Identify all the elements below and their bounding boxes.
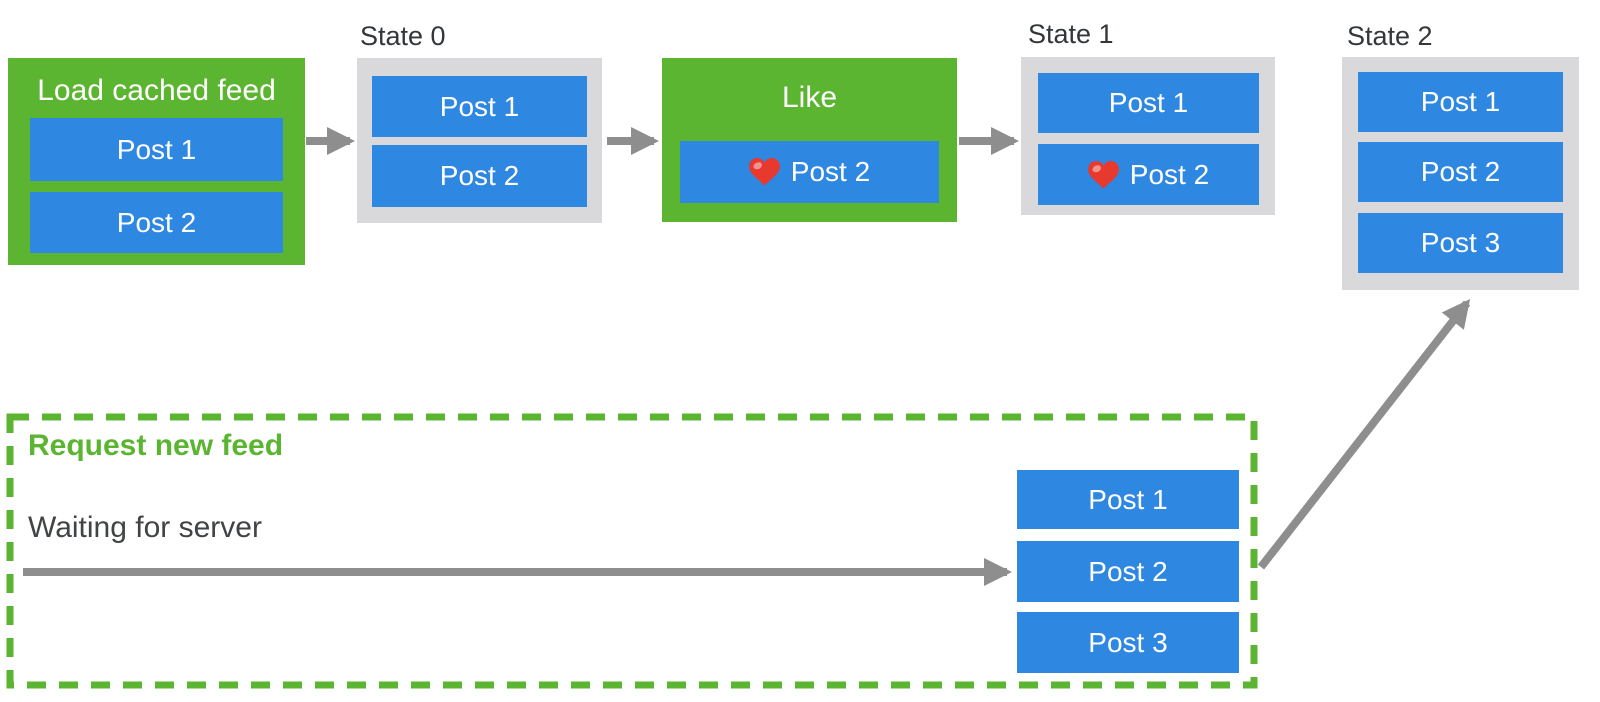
state1-container: Post 1 Post 2	[1021, 57, 1275, 215]
post-label: Post 1	[439, 90, 520, 122]
load-cached-feed-title: Load cached feed	[37, 74, 276, 107]
post-item: Post 2	[1017, 541, 1239, 602]
state1-label: State 1	[1028, 19, 1114, 49]
heart-icon	[1087, 160, 1119, 189]
post-label: Post 1	[1420, 86, 1501, 117]
post-item: Post 2	[372, 145, 587, 207]
state0-container: Post 1 Post 2	[357, 58, 602, 223]
post-item: Post 1	[372, 76, 587, 137]
post-item: Post 1	[1038, 73, 1259, 133]
post-label: Post 2	[790, 156, 871, 187]
state2-label: State 2	[1347, 21, 1433, 51]
load-cached-feed-box: Load cached feed Post 1 Post 2	[8, 58, 305, 265]
liked-post-item: Post 2	[680, 141, 939, 203]
post-label: Post 1	[116, 133, 197, 165]
post-label: Post 2	[116, 206, 197, 238]
like-title: Like	[781, 81, 838, 114]
post-item: Post 3	[1358, 213, 1563, 273]
post-item: Post 2	[30, 192, 283, 253]
state2-container: Post 1 Post 2 Post 3	[1342, 57, 1579, 290]
heart-icon	[748, 158, 780, 186]
like-action-box: Like Post 2	[662, 58, 957, 222]
post-item: Post 1	[1358, 72, 1563, 132]
post-item: Post 1	[1017, 470, 1239, 529]
post-item: Post 1	[30, 118, 283, 181]
waiting-for-server-text: Waiting for server	[28, 511, 262, 544]
post-label: Post 3	[1420, 227, 1501, 258]
post-item: Post 2	[1358, 142, 1563, 202]
arrow-response-to-state2	[1257, 299, 1471, 570]
post-label: Post 3	[1088, 626, 1168, 658]
post-label: Post 1	[1108, 87, 1189, 118]
post-label: Post 2	[439, 160, 520, 191]
post-label: Post 1	[1088, 483, 1168, 515]
request-new-feed-title: Request new feed	[28, 429, 284, 462]
post-label: Post 2	[1420, 156, 1501, 187]
post-label: Post 2	[1129, 158, 1210, 190]
post-item: Post 3	[1017, 612, 1239, 673]
post-label: Post 2	[1088, 555, 1168, 587]
liked-post-item: Post 2	[1038, 144, 1259, 205]
state0-label: State 0	[360, 21, 446, 51]
